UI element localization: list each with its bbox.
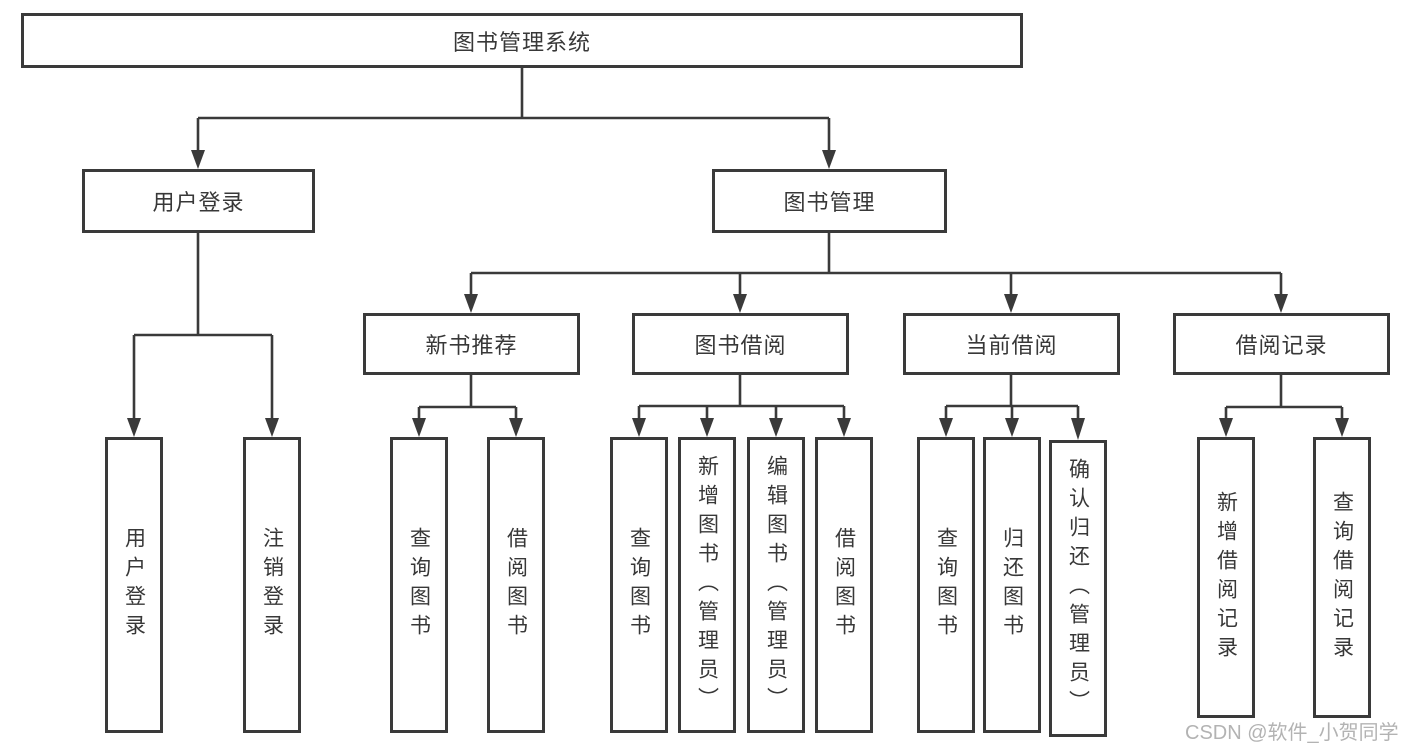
leaf-logout-label: 注销登录 <box>260 527 284 643</box>
leaf-user-login: 用户登录 <box>105 437 163 733</box>
node-book-management-label: 图书管理 <box>783 190 876 215</box>
node-new-book-recommend: 新书推荐 <box>363 313 580 375</box>
leaf-return-book: 归还图书 <box>983 437 1041 733</box>
leaf-query-borrow-record-label: 查询借阅记录 <box>1330 490 1354 665</box>
leaf-borrow-books: 借阅图书 <box>815 437 873 733</box>
leaf-add-book-admin-label: 新增图书（管理员） <box>695 454 719 716</box>
leaf-add-book-admin: 新增图书（管理员） <box>678 437 736 733</box>
leaf-confirm-return-admin: 确认归还（管理员） <box>1049 440 1107 737</box>
leaf-borrow-books-recommend: 借阅图书 <box>487 437 545 733</box>
leaf-borrow-books-label: 借阅图书 <box>832 527 856 643</box>
leaf-query-books-borrow-label: 查询图书 <box>627 527 651 643</box>
node-root: 图书管理系统 <box>21 13 1023 68</box>
arrowheads <box>127 150 1349 440</box>
node-user-login: 用户登录 <box>82 169 315 233</box>
leaf-query-books-borrow: 查询图书 <box>610 437 668 733</box>
leaf-query-books-current-label: 查询图书 <box>934 527 958 643</box>
node-book-management: 图书管理 <box>712 169 947 233</box>
csdn-watermark: CSDN @软件_小贺同学 <box>1185 722 1399 744</box>
node-book-borrow-label: 图书借阅 <box>694 333 787 358</box>
leaf-confirm-return-admin-label: 确认归还（管理员） <box>1066 458 1090 719</box>
leaf-add-borrow-record-label: 新增借阅记录 <box>1214 490 1238 665</box>
node-user-login-label: 用户登录 <box>152 190 245 215</box>
node-current-borrow-label: 当前借阅 <box>965 333 1058 358</box>
node-borrow-records-label: 借阅记录 <box>1235 333 1328 358</box>
node-book-borrow: 图书借阅 <box>632 313 849 375</box>
leaf-query-books-recommend-label: 查询图书 <box>407 527 431 643</box>
leaf-query-books-recommend: 查询图书 <box>390 437 448 733</box>
leaf-query-books-current: 查询图书 <box>917 437 975 733</box>
node-borrow-records: 借阅记录 <box>1173 313 1390 375</box>
leaf-add-borrow-record: 新增借阅记录 <box>1197 437 1255 718</box>
node-current-borrow: 当前借阅 <box>903 313 1120 375</box>
node-new-book-recommend-label: 新书推荐 <box>425 333 518 358</box>
leaf-edit-book-admin: 编辑图书（管理员） <box>747 437 805 733</box>
leaf-borrow-books-recommend-label: 借阅图书 <box>504 527 528 643</box>
leaf-return-book-label: 归还图书 <box>1000 527 1024 643</box>
leaf-logout: 注销登录 <box>243 437 301 733</box>
node-root-label: 图书管理系统 <box>452 29 591 55</box>
leaf-query-borrow-record: 查询借阅记录 <box>1313 437 1371 718</box>
leaf-edit-book-admin-label: 编辑图书（管理员） <box>764 454 788 716</box>
leaf-user-login-label: 用户登录 <box>122 527 146 643</box>
